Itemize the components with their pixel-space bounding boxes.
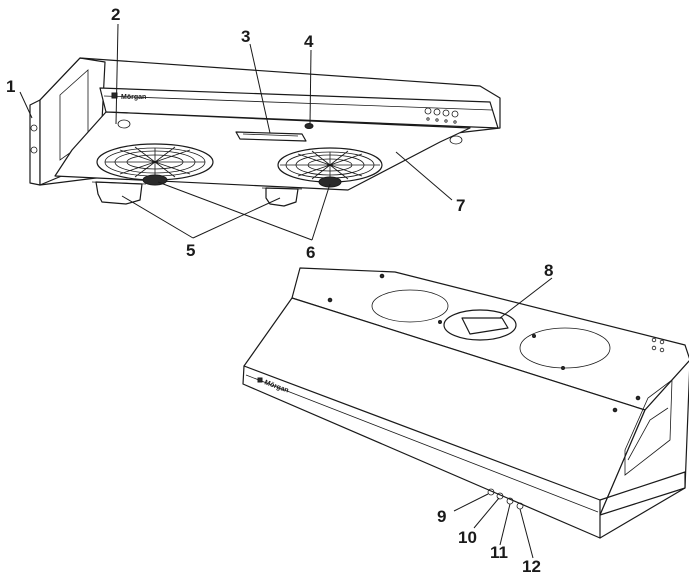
control-button[interactable] bbox=[451, 110, 459, 118]
screw-dot bbox=[659, 339, 665, 345]
screw-dot bbox=[659, 347, 665, 353]
light-lens-inner bbox=[242, 133, 299, 137]
callout-10: 10 bbox=[458, 528, 477, 547]
control-button[interactable] bbox=[496, 492, 504, 500]
indicator-dot bbox=[444, 119, 448, 123]
indicator-dot bbox=[426, 117, 430, 121]
light-lens bbox=[235, 131, 307, 142]
end-vent bbox=[624, 379, 673, 476]
bracket-hole bbox=[30, 146, 38, 154]
screw-dot bbox=[651, 337, 657, 343]
callout-labels: 1 2 3 4 5 6 7 8 9 10 11 12 bbox=[6, 5, 553, 574]
screw-dot bbox=[438, 320, 442, 324]
callout-6: 6 bbox=[306, 243, 315, 262]
control-button[interactable] bbox=[487, 488, 495, 496]
fan-grill-right bbox=[277, 147, 383, 188]
brand-label-top: Mörgan bbox=[121, 94, 146, 101]
control-button[interactable] bbox=[424, 107, 432, 115]
control-panel-top bbox=[424, 107, 459, 124]
fascia-corner bbox=[599, 471, 686, 539]
screw-dot bbox=[561, 366, 565, 370]
bracket-hole bbox=[30, 124, 38, 132]
callout-12: 12 bbox=[522, 557, 541, 574]
end-vent-line bbox=[627, 407, 669, 461]
hood-underside-view: Mörgan bbox=[29, 57, 501, 207]
fan-grill-left bbox=[96, 143, 214, 186]
oil-cup-right[interactable] bbox=[265, 187, 299, 207]
wall-bracket bbox=[29, 99, 41, 186]
mount-clip-right bbox=[449, 135, 463, 145]
callout-7: 7 bbox=[456, 196, 465, 215]
screw-dot bbox=[379, 273, 385, 279]
front-fascia bbox=[99, 87, 499, 129]
callout-1: 1 bbox=[6, 77, 15, 96]
callout-8: 8 bbox=[544, 261, 553, 280]
oil-cup-left[interactable] bbox=[95, 181, 143, 205]
callout-2: 2 bbox=[111, 5, 120, 24]
callout-11: 11 bbox=[490, 543, 508, 562]
hood-topside-view: Mörgan bbox=[242, 267, 689, 539]
duct-hole-left bbox=[371, 289, 449, 323]
brand-logo-icon bbox=[257, 377, 263, 383]
screw-dot bbox=[651, 345, 657, 351]
fan-motor-hub-left bbox=[142, 174, 168, 186]
fascia-edge-bottom bbox=[245, 374, 599, 513]
bulb-socket bbox=[304, 123, 314, 129]
screw-dot bbox=[532, 334, 536, 338]
screw-dot bbox=[612, 407, 618, 413]
control-button[interactable] bbox=[442, 109, 450, 117]
control-button[interactable] bbox=[433, 108, 441, 116]
fan-motor-hub-right bbox=[318, 176, 342, 188]
duct-flap bbox=[461, 317, 509, 335]
mount-clip-left bbox=[117, 119, 131, 129]
indicator-dot bbox=[453, 120, 457, 124]
screw-dot bbox=[327, 297, 333, 303]
callout-5: 5 bbox=[186, 241, 195, 260]
callout-4: 4 bbox=[304, 32, 314, 51]
indicator-dot bbox=[435, 118, 439, 122]
callout-3: 3 bbox=[241, 27, 250, 46]
leader-lines bbox=[19, 23, 553, 559]
screw-dot bbox=[635, 395, 641, 401]
callout-9: 9 bbox=[437, 507, 446, 526]
